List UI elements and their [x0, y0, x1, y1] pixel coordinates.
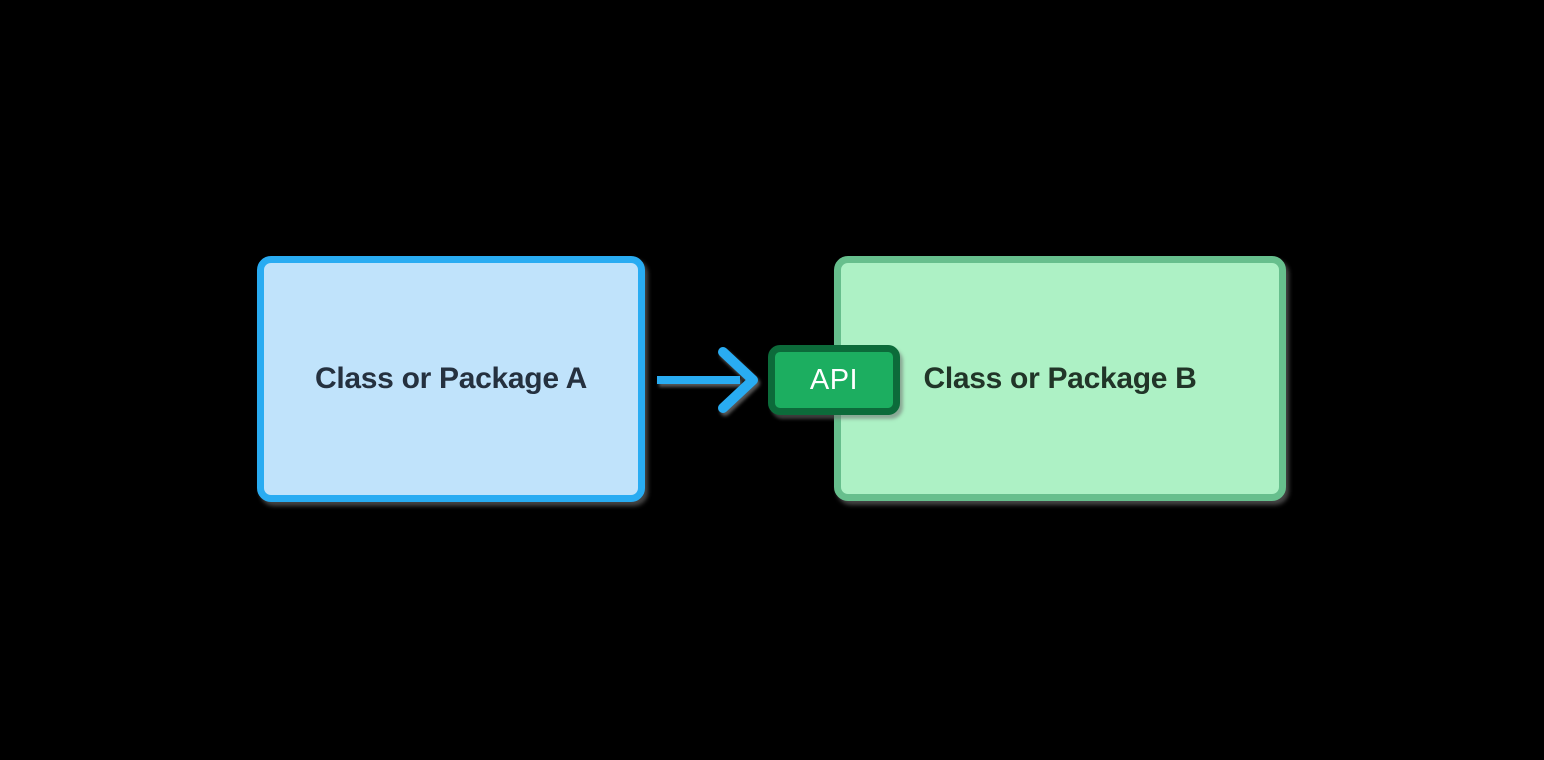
arrow-head-icon — [718, 347, 758, 413]
node-a-label: Class or Package A — [315, 362, 587, 395]
api-badge-label: API — [809, 363, 859, 396]
arrow-a-to-b — [657, 347, 758, 413]
node-b-label: Class or Package B — [923, 361, 1197, 395]
node-class-or-package-b: Class or Package B — [834, 256, 1286, 501]
node-class-or-package-a: Class or Package A — [257, 256, 645, 502]
api-badge: API — [768, 345, 900, 415]
